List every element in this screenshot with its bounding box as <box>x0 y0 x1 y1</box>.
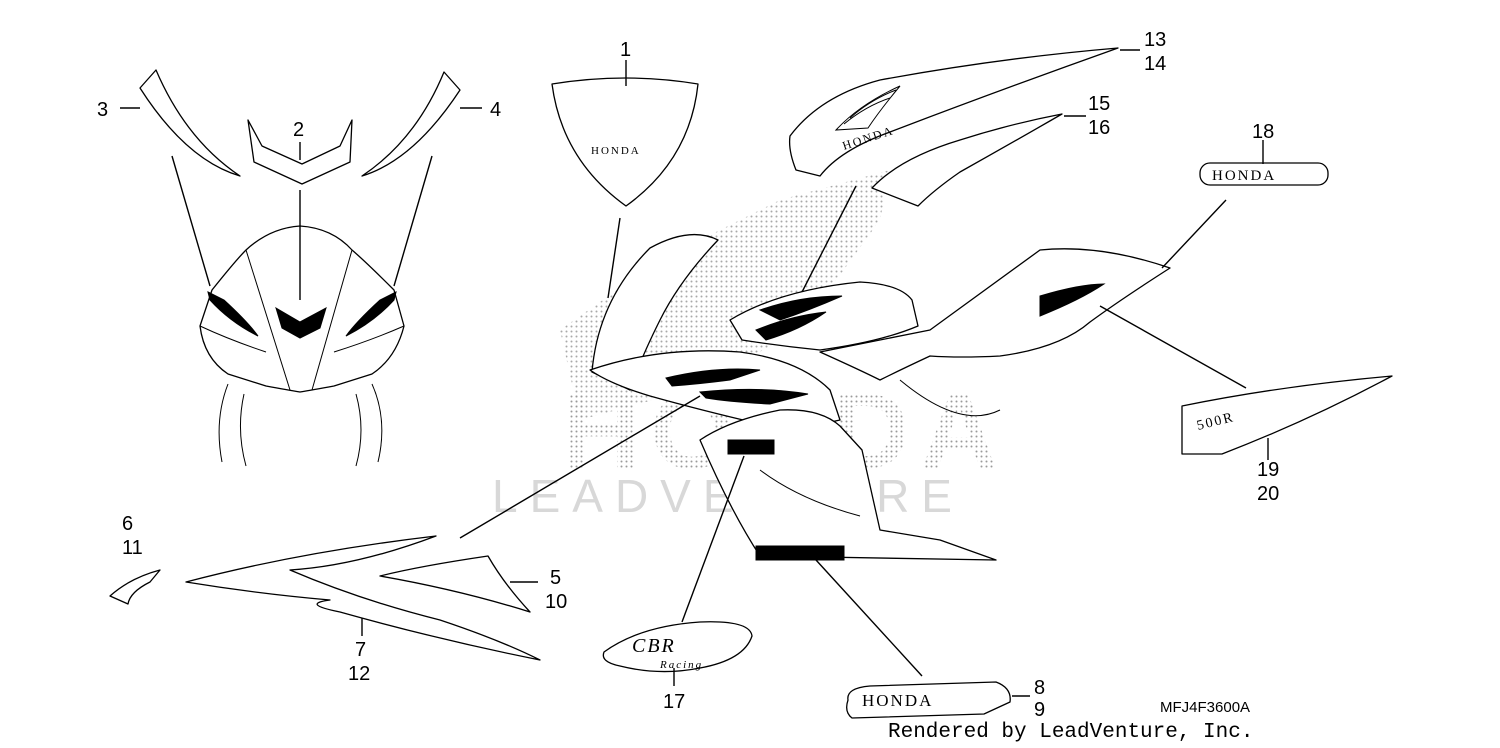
chevron-part-2 <box>247 119 353 185</box>
lower-honda-emblem-part-8 <box>846 681 1011 719</box>
front-cowl-group: 3 4 2 <box>97 69 501 467</box>
cowl-side-lines <box>199 325 405 353</box>
upper-cowl-honda-text: HONDA <box>591 145 641 157</box>
callout-14: 14 <box>1144 53 1166 75</box>
lower-left-stripes-group: 6 11 5 10 7 12 <box>109 395 701 685</box>
tail-honda-group: HONDA 18 <box>1161 121 1329 269</box>
cowl-lower-lines <box>218 383 383 467</box>
cbr-emblem-script: Racing <box>659 659 703 671</box>
leader-18b <box>1161 199 1227 269</box>
callout-19: 19 <box>1257 459 1279 481</box>
stripe-part-5 <box>379 555 531 613</box>
model-stripe-part-19 <box>1181 375 1393 455</box>
callout-7: 7 <box>355 639 366 661</box>
leader-5b <box>459 395 701 539</box>
cbr-emblem-group: CBR Racing 17 <box>602 455 753 713</box>
callout-20: 20 <box>1257 483 1279 505</box>
tail-stripe-black <box>1039 283 1106 317</box>
callout-4: 4 <box>490 99 501 121</box>
render-credit: Rendered by LeadVenture, Inc. <box>888 721 1253 744</box>
callout-15: 15 <box>1088 93 1110 115</box>
body-tail <box>819 248 1171 381</box>
stripe-part-6 <box>109 569 161 605</box>
motorcycle-body <box>589 234 1171 561</box>
callout-13: 13 <box>1144 29 1166 51</box>
callout-2: 2 <box>293 119 304 141</box>
leader-4b <box>393 155 433 287</box>
callout-9: 9 <box>1034 699 1045 721</box>
callout-12: 12 <box>348 663 370 685</box>
callout-3: 3 <box>97 99 108 121</box>
leader-17b <box>681 455 745 623</box>
tail-honda-text: HONDA <box>1212 168 1276 184</box>
callout-1: 1 <box>620 39 631 61</box>
diagram-code: MFJ4F3600A <box>1160 699 1250 716</box>
panel-stripe-black-2 <box>698 388 809 405</box>
body-detail-lines <box>759 379 1001 517</box>
leader-3b <box>171 155 211 287</box>
tank-stripe-black-1 <box>758 295 843 321</box>
callout-10: 10 <box>545 591 567 613</box>
stripe-part-4 <box>361 71 461 177</box>
upper-cowl-emblem-group: HONDA 1 <box>551 39 699 299</box>
leader-1b <box>607 217 621 299</box>
leader-8b <box>815 559 923 677</box>
callout-18: 18 <box>1252 121 1274 143</box>
cbr-emblem-text: CBR <box>632 635 676 657</box>
stripe-part-7 <box>185 535 541 661</box>
callout-6: 6 <box>122 513 133 535</box>
cowl-chevron-decal <box>275 306 327 339</box>
side-stripe-group: 15 16 <box>799 93 1110 297</box>
panel-stripe-black-1 <box>665 368 761 387</box>
cowl-centre-lines <box>245 249 353 391</box>
cowl-decal-right <box>345 291 397 337</box>
lower-honda-text: HONDA <box>862 691 933 710</box>
lower-cowl-black-2 <box>755 545 845 561</box>
stripe-part-15 <box>871 113 1063 207</box>
callout-8: 8 <box>1034 677 1045 699</box>
body-front-fairing <box>591 234 719 391</box>
leader-15b <box>799 185 857 297</box>
callout-16: 16 <box>1088 117 1110 139</box>
callout-5: 5 <box>550 567 561 589</box>
cowl-decal-left <box>207 291 259 337</box>
tail-honda-emblem-part-18 <box>1199 162 1329 186</box>
stripe-part-3 <box>139 69 241 177</box>
tank-stripe-black-2 <box>755 311 827 341</box>
callout-11: 11 <box>122 537 143 559</box>
leader-19 <box>1099 305 1247 389</box>
wing-logo <box>834 85 901 131</box>
callout-17: 17 <box>663 691 685 713</box>
wing-feathers <box>843 89 897 125</box>
upper-cowl-emblem-part-1 <box>551 77 699 207</box>
lower-cowl-black-1 <box>727 439 775 455</box>
lower-honda-group: HONDA 8 9 <box>815 559 1045 721</box>
cbr-emblem-part-17 <box>602 621 753 673</box>
model-stripe-group: 500R 19 20 <box>1099 305 1393 505</box>
